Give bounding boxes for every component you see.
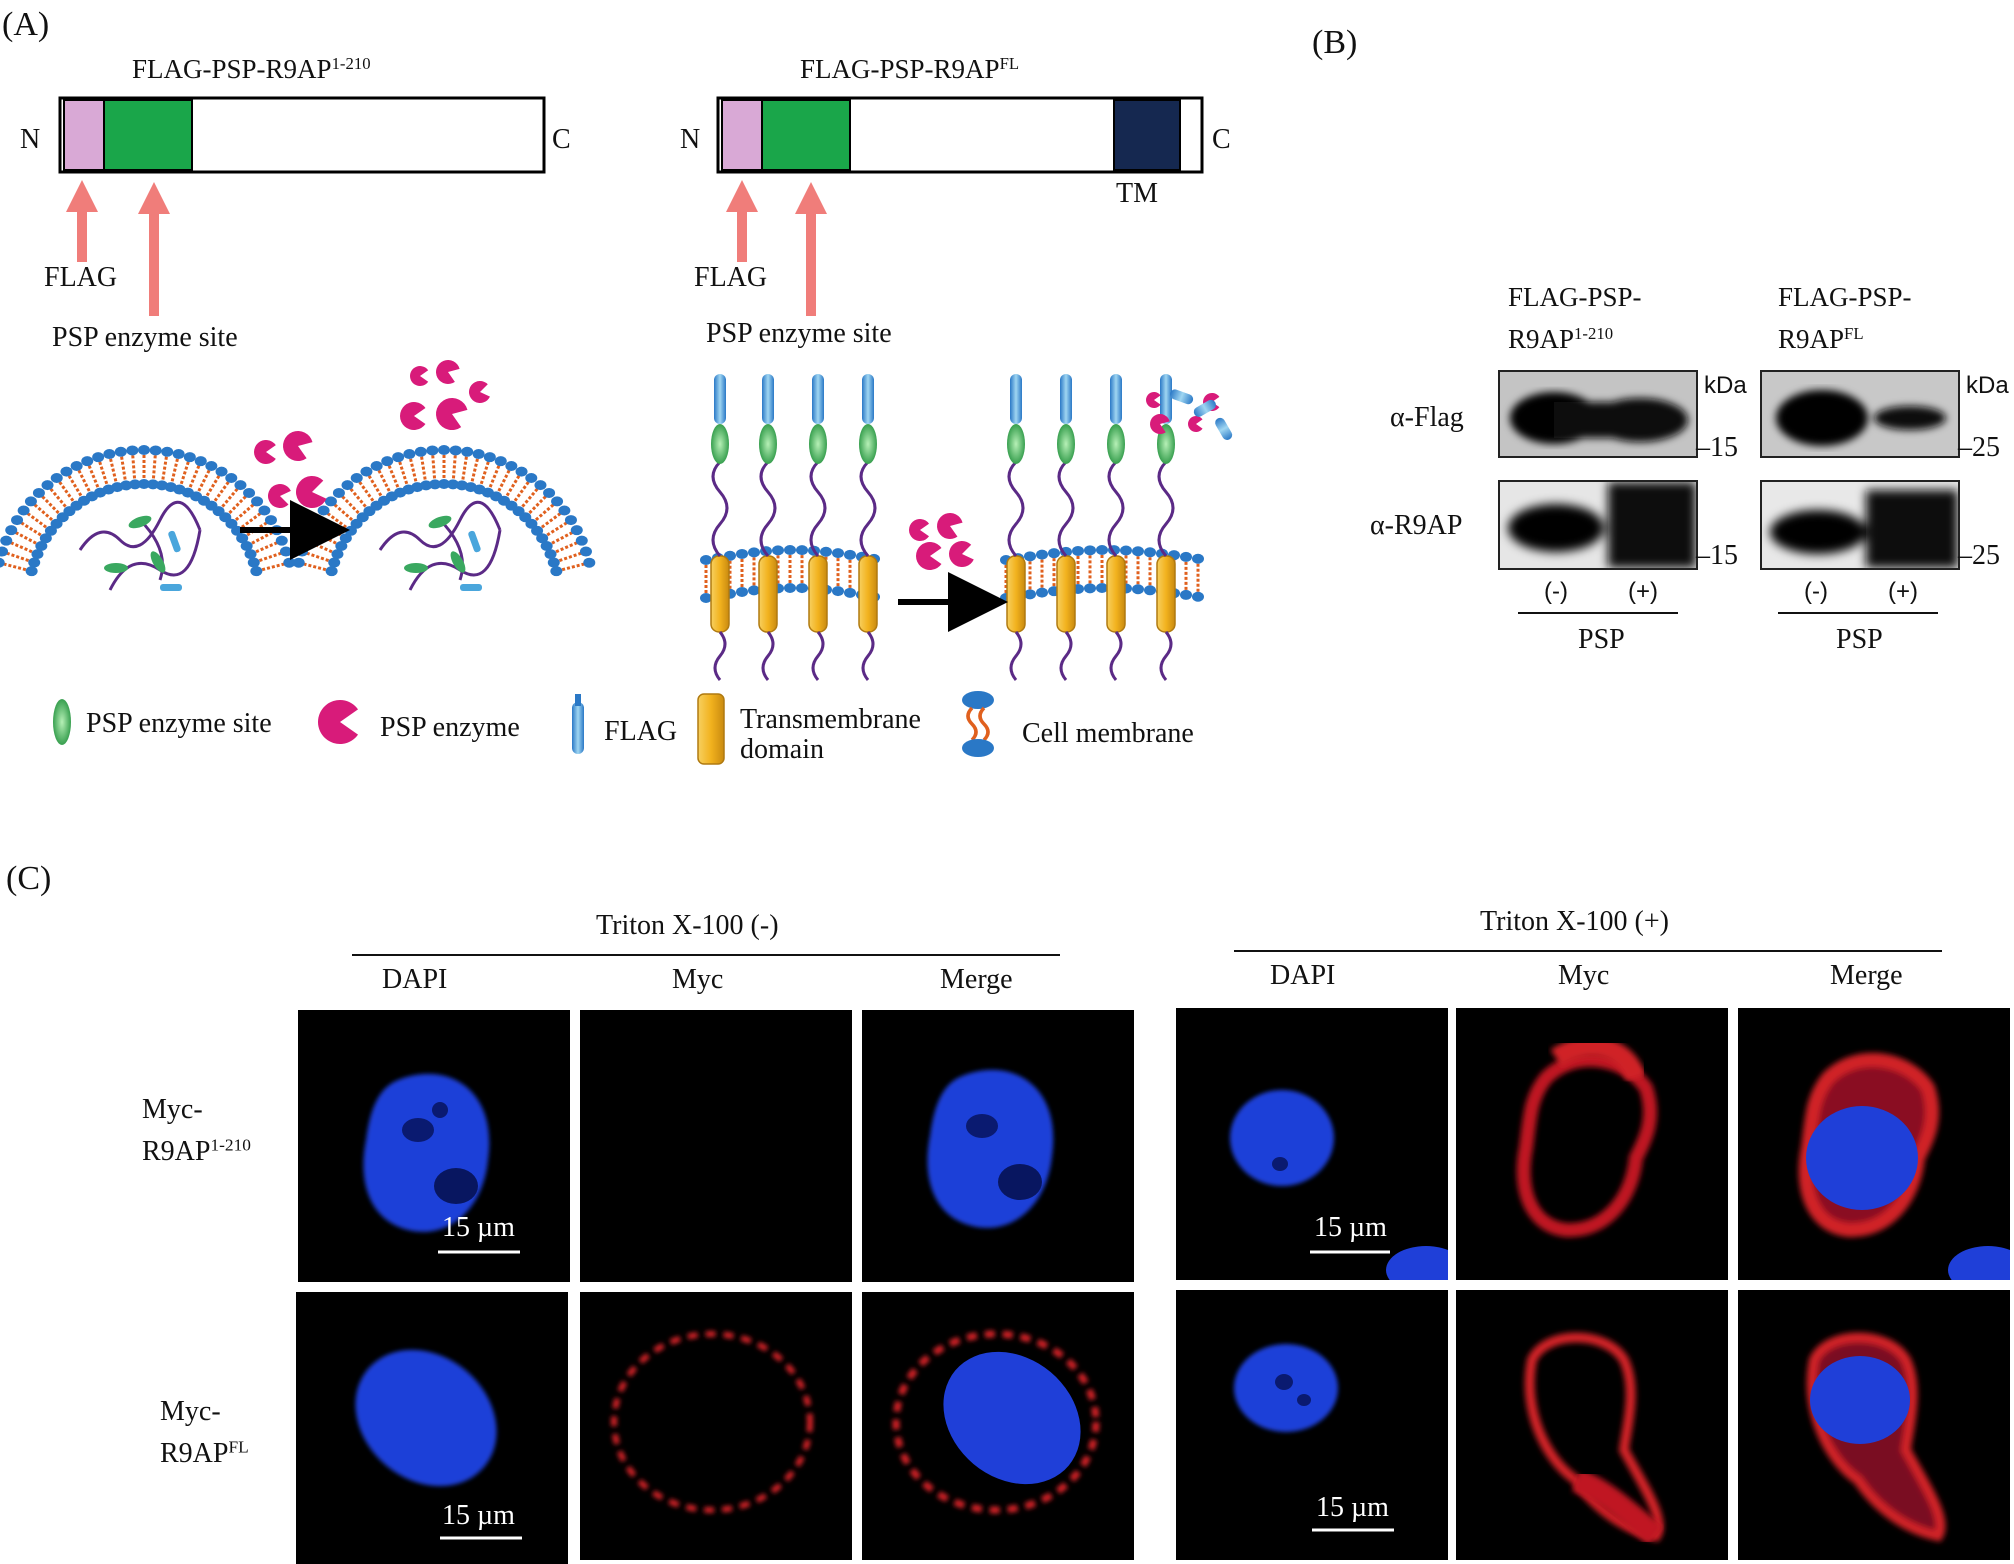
panel-b-label: (B) (1312, 24, 1358, 61)
tm-domain-box (1113, 99, 1181, 171)
pink-arrows (66, 180, 827, 316)
micrograph-merge-1-210-triton-minus (862, 1010, 1134, 1282)
micrograph-merge-1-210-triton-plus (1738, 1008, 2010, 1280)
flag-domain-box (721, 99, 763, 171)
transmembrane-domain-icon (697, 693, 725, 765)
micrograph-dapi-1-210-triton-minus: 15 µm (298, 1010, 570, 1282)
condition-underline-minus (352, 954, 1060, 956)
channel-label-myc-2: Myc (1558, 960, 1610, 991)
treatment-label-1: PSP (1578, 624, 1625, 655)
micrograph-merge-fl-triton-minus (862, 1292, 1134, 1560)
legend-label-tm-2: domain (740, 734, 824, 765)
site-arrow-label-2: PSP enzyme site (706, 318, 892, 349)
lane-plus-2: (+) (1888, 578, 1918, 605)
micrograph-merge-fl-triton-plus (1738, 1290, 2010, 1560)
lane-underline-2 (1778, 612, 1938, 614)
channel-label-dapi-1: DAPI (382, 964, 448, 995)
lane-underline-1 (1518, 612, 1678, 614)
condition-underline-plus (1234, 950, 1942, 952)
kda-label-2: kDa (1966, 372, 2009, 399)
micrograph-myc-1-210-triton-minus (580, 1010, 852, 1282)
vesicle-membrane-after (292, 445, 596, 577)
construct-bar-fl (716, 96, 1204, 174)
blot-flag-1-210 (1498, 370, 1698, 458)
micrograph-myc-fl-triton-minus (580, 1292, 852, 1560)
panel-a-label: (A) (2, 6, 50, 43)
panel-c-label: (C) (6, 860, 52, 897)
condition-label-triton-plus: Triton X-100 (+) (1480, 906, 1669, 937)
channel-label-myc-1: Myc (672, 964, 724, 995)
psp-site-domain-box (761, 99, 851, 171)
channel-label-dapi-2: DAPI (1270, 960, 1336, 991)
tm-label: TM (1116, 178, 1158, 209)
c-terminus-label-2: C (1212, 124, 1231, 155)
kda-label-1: kDa (1704, 372, 1747, 399)
legend-label-site: PSP enzyme site (86, 708, 272, 739)
blot-group-title-1-line1: FLAG-PSP- (1508, 282, 1642, 312)
flag-arrow-label-1: FLAG (44, 262, 118, 293)
legend-label-membrane: Cell membrane (1022, 718, 1194, 749)
n-terminus-label-1: N (20, 124, 41, 155)
marker-r9ap-2: –25 (1958, 540, 2000, 571)
flag-tag-icon (572, 694, 584, 754)
micrograph-dapi-1-210-triton-plus: 15 µm (1176, 1008, 1448, 1280)
blot-group-title-1-line2: R9AP1-210 (1508, 323, 1614, 354)
vesicle-membrane-before (0, 445, 296, 577)
construct-bar-1-210 (58, 96, 546, 174)
lane-minus-1: (-) (1544, 578, 1568, 605)
scale-bar-label: 15 µm (1314, 1212, 1387, 1243)
row-label-1-line1: Myc- (142, 1094, 203, 1125)
membrane-protein-after (1006, 374, 1176, 681)
blot-r9ap-fl (1760, 480, 1960, 570)
psp-site-domain-box (103, 99, 193, 171)
marker-flag-2: –25 (1958, 432, 2000, 463)
psp-enzyme-group (254, 360, 1233, 570)
micrograph-myc-1-210-triton-plus (1456, 1008, 1728, 1280)
legend-label-enzyme: PSP enzyme (380, 712, 520, 743)
flag-domain-box (63, 99, 105, 171)
lane-plus-1: (+) (1628, 578, 1658, 605)
micrograph-dapi-fl-triton-plus: 15 µm (1176, 1290, 1448, 1560)
construct-title-1-210: FLAG-PSP-R9AP1-210 (132, 53, 371, 84)
row-label-2-line2: R9APFL (160, 1437, 249, 1469)
treatment-label-2: PSP (1836, 624, 1883, 655)
scale-bar-label: 15 µm (1316, 1492, 1389, 1523)
panel-a-schematic (0, 96, 1233, 765)
condition-label-triton-minus: Triton X-100 (-) (596, 910, 779, 941)
micrograph-dapi-fl-triton-minus (296, 1292, 568, 1564)
intravesicular-protein-before (78, 500, 202, 591)
site-arrow-label-1: PSP enzyme site (52, 322, 238, 353)
micrograph-myc-fl-triton-plus (1456, 1290, 1728, 1560)
blot-group-title-2-line1: FLAG-PSP- (1778, 282, 1912, 312)
c-terminus-label-1: C (552, 124, 571, 155)
lane-minus-2: (-) (1804, 578, 1828, 605)
channel-label-merge-1: Merge (940, 964, 1013, 995)
psp-enzyme-icon (317, 700, 359, 744)
scale-bar-label: 15 µm (442, 1500, 515, 1531)
channel-label-merge-2: Merge (1830, 960, 1903, 991)
marker-flag-1: –15 (1696, 432, 1738, 463)
legend-label-tm-1: Transmembrane (740, 704, 921, 735)
row-label-2-line1: Myc- (160, 1396, 221, 1427)
construct-title-fl: FLAG-PSP-R9APFL (800, 53, 1020, 84)
membrane-protein-before (710, 374, 878, 681)
blot-flag-fl (1760, 370, 1960, 458)
blot-r9ap-1-210 (1498, 480, 1698, 570)
marker-r9ap-1: –15 (1696, 540, 1738, 571)
legend-label-flag: FLAG (604, 716, 678, 747)
scale-bar-label: 15 µm (442, 1212, 515, 1243)
cell-membrane-icon (962, 691, 994, 757)
row-label-1-line2: R9AP1-210 (142, 1135, 251, 1167)
blot-group-title-2-line2: R9APFL (1778, 323, 1864, 354)
intravesicular-protein-after (378, 500, 502, 591)
blot-row-label-flag: α-Flag (1390, 402, 1464, 433)
flag-arrow-label-2: FLAG (694, 262, 768, 293)
psp-enzyme-site-icon (53, 699, 71, 745)
n-terminus-label-2: N (680, 124, 701, 155)
blot-row-label-r9ap: α-R9AP (1370, 510, 1463, 541)
